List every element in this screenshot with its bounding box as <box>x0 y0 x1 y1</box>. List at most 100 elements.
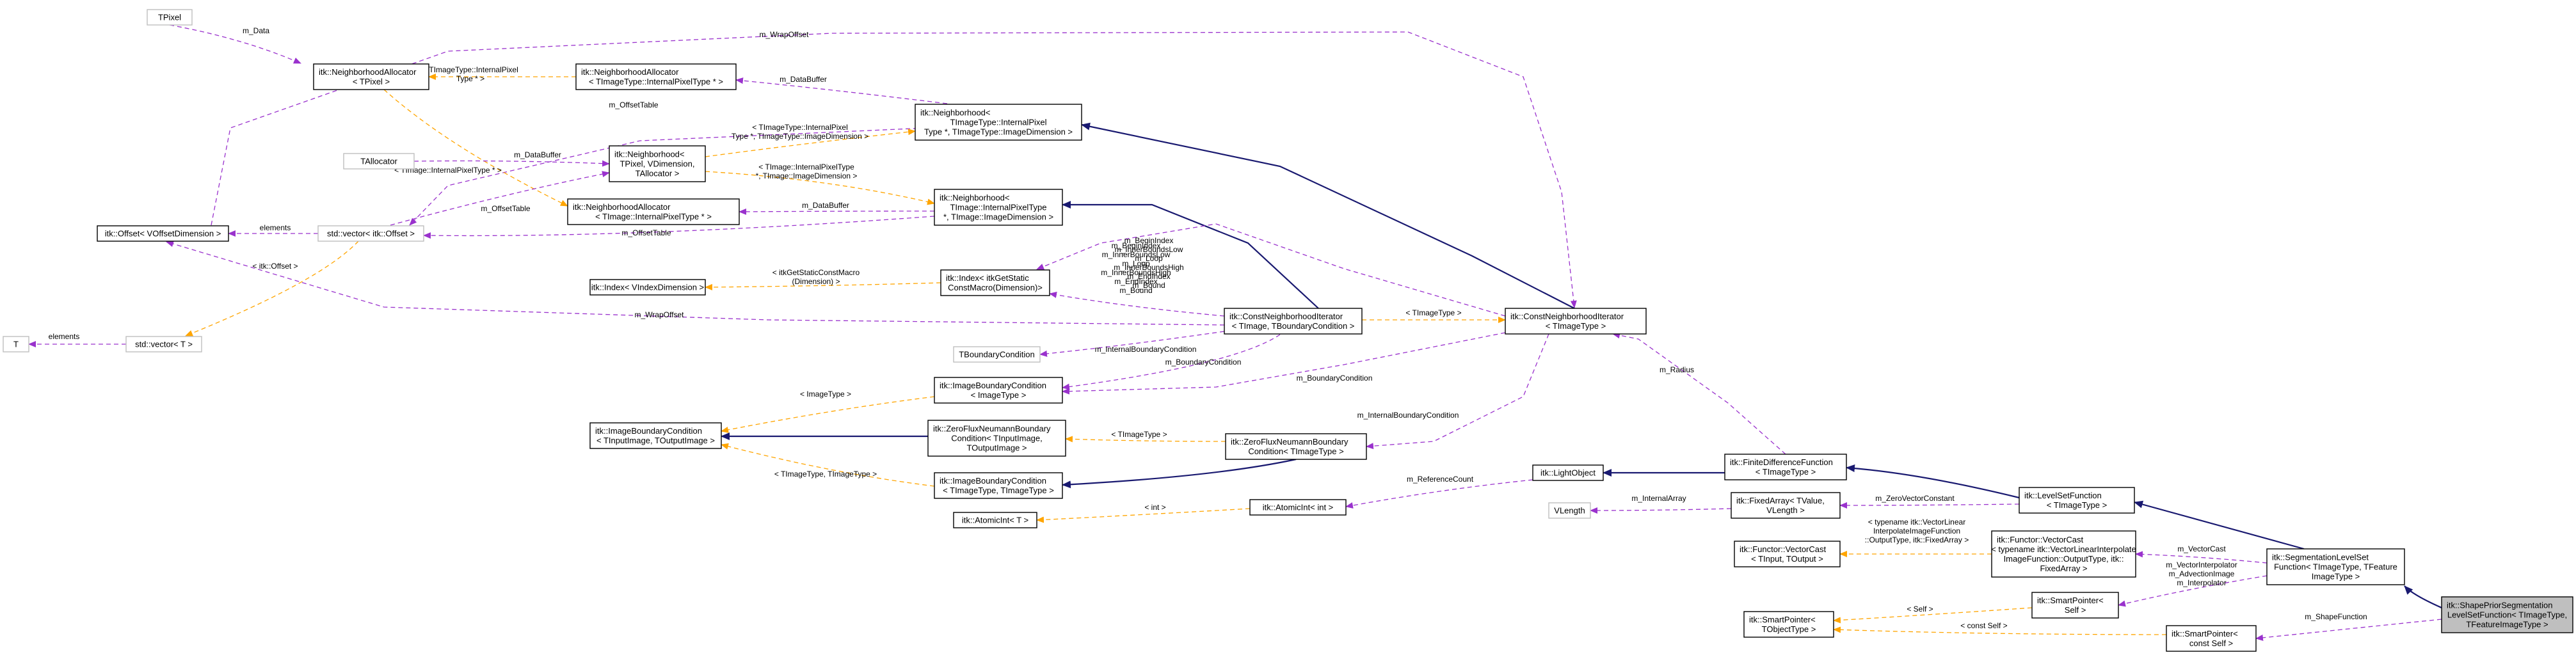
class-node-offset[interactable]: itk::Offset< VOffsetDimension > <box>97 225 229 242</box>
node-box <box>915 104 1082 141</box>
edge-label: m_ZeroVectorConstant <box>1875 494 1955 503</box>
class-node-finite-diff[interactable]: itk::FiniteDifferenceFunction< TImageTyp… <box>1724 454 1847 480</box>
node-label-line: itk::ImageBoundaryCondition <box>940 476 1046 486</box>
edge-inh-const-nbh-iter-timage-to-nbh-timage <box>1062 201 1319 309</box>
node-box <box>589 279 706 296</box>
class-node-nbh-internalpixel[interactable]: itk::Neighborhood<TImageType::InternalPi… <box>915 104 1082 141</box>
class-node-tpixel[interactable]: TPixel <box>147 9 193 26</box>
node-label-line: itk::ConstNeighborhoodIterator <box>1510 312 1624 321</box>
edge-label-line: m_Data <box>243 26 269 35</box>
edge-label-line: m_BeginIndex <box>1124 236 1174 245</box>
edge-label-line: m_OffsetTable <box>481 204 530 213</box>
edge-label-line: m_DataBuffer <box>802 201 849 210</box>
node-box <box>589 422 722 449</box>
edge-label: < itk::Offset > <box>252 262 298 271</box>
edge-tpl-nbh-tpixel-to-nbh-internalpixel <box>705 129 916 157</box>
edge-label-line: m_InternalBoundaryCondition <box>1357 411 1459 420</box>
class-node-t[interactable]: T <box>3 336 29 352</box>
class-node-index-itkgetstatic[interactable]: itk::Index< itkGetStaticConstMacro(Dimen… <box>940 269 1050 296</box>
node-label-line: itk::SegmentationLevelSet <box>2272 553 2369 562</box>
class-node-tallocator[interactable]: TAllocator <box>343 153 415 170</box>
edge-label-line: m_ShapeFunction <box>2305 612 2367 621</box>
class-node-levelset[interactable]: itk::LevelSetFunction< TImageType > <box>2019 487 2135 514</box>
class-node-vector-offset[interactable]: std::vector< itk::Offset > <box>317 225 424 242</box>
edge-label-line: m_VectorCast <box>2177 544 2226 553</box>
class-node-shape-prior[interactable]: itk::ShapePriorSegmentationLevelSetFunct… <box>2441 596 2573 633</box>
edge-label-line: < TImageType > <box>1111 430 1167 439</box>
node-label-line: < TPixel > <box>353 77 390 86</box>
class-node-ibc-tinput[interactable]: itk::ImageBoundaryCondition< TInputImage… <box>589 422 722 449</box>
class-node-fixedarray[interactable]: itk::FixedArray< TValue,VLength > <box>1731 492 1841 519</box>
edge-label: < ImageType > <box>800 390 851 399</box>
edge-label-line: < int > <box>1144 503 1165 512</box>
node-label-line: const Self > <box>2189 638 2233 648</box>
edge-label-line: < TImage::InternalPixelType <box>758 162 854 171</box>
edge-use-lightobject-to-atomicint-int <box>1345 479 1533 509</box>
class-node-nbh-timage[interactable]: itk::Neighborhood<TImage::InternalPixelT… <box>934 189 1063 226</box>
node-box <box>1991 530 2136 578</box>
node-label-line: ImageFunction::OutputType, itk:: <box>2004 554 2124 564</box>
edge-label-line: elements <box>260 223 291 232</box>
node-box <box>1224 308 1363 335</box>
class-node-atomicint-int[interactable]: itk::AtomicInt< int > <box>1249 499 1347 516</box>
class-node-functor-vectorcast-typename[interactable]: itk::Functor::VectorCast< typename itk::… <box>1991 530 2136 578</box>
edge-label: m_InternalBoundaryCondition <box>1095 345 1197 354</box>
node-label-line: VLength > <box>1766 505 1805 515</box>
edge-use-const-nbh-iter-timage-to-offset <box>166 241 1225 326</box>
node-box <box>934 377 1063 404</box>
class-node-smartptr-self[interactable]: itk::SmartPointer<Self > <box>2031 592 2119 619</box>
edge-label-line: m_Loop <box>1122 259 1150 268</box>
edge-label-line: < TImage::InternalPixelType * > <box>394 166 502 175</box>
node-box <box>3 336 29 352</box>
node-label-line: itk::ImageBoundaryCondition <box>940 381 1046 390</box>
class-node-tboundary[interactable]: TBoundaryCondition <box>953 346 1041 363</box>
class-node-const-nbh-iter-timage[interactable]: itk::ConstNeighborhoodIterator< TImage, … <box>1224 308 1363 335</box>
node-label-line: < typename itk::VectorLinearInterpolate <box>1991 544 2136 554</box>
edge-label: < int > <box>1144 503 1165 512</box>
class-node-nbh-alloc-tpixel[interactable]: itk::NeighborhoodAllocator< TPixel > <box>313 63 429 90</box>
class-node-functor-vectorcast-tinput[interactable]: itk::Functor::VectorCast< TInput, TOutpu… <box>1734 541 1841 567</box>
class-node-ibc-imagetype[interactable]: itk::ImageBoundaryCondition< ImageType > <box>934 377 1063 404</box>
edge-label-line: m_EndIndex <box>1127 272 1170 281</box>
node-box <box>97 225 229 242</box>
edge-use-vector-offset-to-nbh-tpixel <box>390 171 610 226</box>
edge-use-tallocator-to-nbh-tpixel <box>413 160 610 167</box>
class-node-nbh-alloc-timage[interactable]: itk::NeighborhoodAllocator< TImage::Inte… <box>567 198 740 225</box>
edge-label-line: Type *, TImageType::ImageDimension > <box>732 132 868 141</box>
edge-tpl-index-itkgetstatic-to-index-vindex <box>705 282 941 290</box>
edge-label-line: < itk::Offset > <box>252 262 298 271</box>
node-label-line: itk::ZeroFluxNeumannBoundary <box>933 424 1051 434</box>
class-node-smartptr-tobject[interactable]: itk::SmartPointer<TObjectType > <box>1743 611 1834 638</box>
edge-label: m_BoundaryCondition <box>1165 358 1242 367</box>
edge-label: < TImage::InternalPixelType * > <box>394 166 502 175</box>
class-node-atomicint-t[interactable]: itk::AtomicInt< T > <box>953 512 1037 528</box>
class-node-ibc-timagetype[interactable]: itk::ImageBoundaryCondition< TImageType,… <box>934 472 1063 499</box>
class-node-lightobject[interactable]: itk::LightObject <box>1532 464 1604 481</box>
node-label-line: FixedArray > <box>2040 564 2087 573</box>
edge-use-nbh-timage-to-nbh-alloc-timage <box>739 208 935 215</box>
node-label-line: LevelSetFunction< TImageType, <box>2447 610 2567 620</box>
class-node-const-nbh-iter-timagetype[interactable]: itk::ConstNeighborhoodIterator< TImageTy… <box>1505 308 1647 335</box>
node-label-line: TBoundaryCondition <box>959 350 1035 360</box>
node-label-line: Condition< TImageType > <box>1248 447 1343 456</box>
edge-label-line: < const Self > <box>1960 621 2007 630</box>
edge-tpl-zfn-timagetype-to-zfn-tinput <box>1065 436 1226 443</box>
class-node-index-vindex[interactable]: itk::Index< VIndexDimension > <box>589 279 706 296</box>
node-box <box>1734 541 1841 567</box>
class-node-smartptr-constself[interactable]: itk::SmartPointer<const Self > <box>2166 625 2257 652</box>
edge-tpl-ibc-imagetype-to-ibc-tinput <box>721 396 935 433</box>
node-label-line: *, TImage::ImageDimension > <box>943 212 1053 222</box>
edge-label-line: *, TImage::ImageDimension > <box>756 171 858 180</box>
edge-label: m_InternalArray <box>1631 494 1686 503</box>
class-node-vector-t[interactable]: std::vector< T > <box>125 336 202 352</box>
class-node-nbh-tpixel[interactable]: itk::Neighborhood<TPixel, VDimension,TAl… <box>609 145 706 182</box>
node-label-line: itk::ImageBoundaryCondition <box>595 426 702 436</box>
class-node-nbh-alloc-internalpixel[interactable]: itk::NeighborhoodAllocator< TImageType::… <box>575 63 737 90</box>
class-node-vlength[interactable]: VLength <box>1548 502 1591 519</box>
